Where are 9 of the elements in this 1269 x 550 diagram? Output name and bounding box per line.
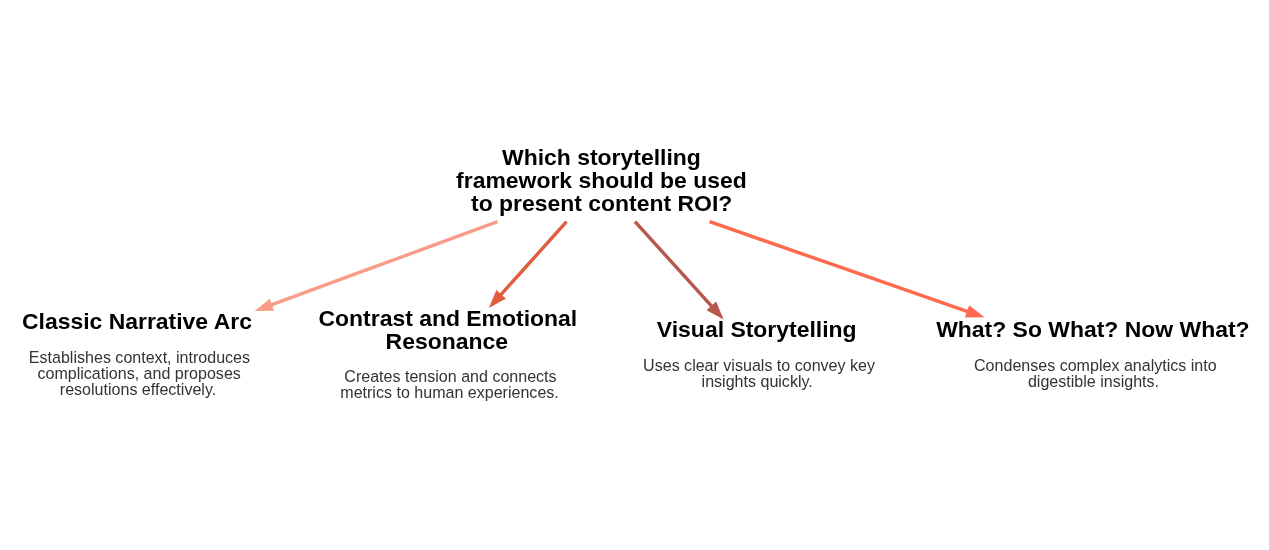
node-text: Classic Narrative Arc Establishes context, introduces complications, and proposes resolutions effectively. — [21, 307, 252, 398]
arrow — [709, 219, 985, 317]
arrow — [633, 220, 724, 319]
node-text: What? So What? Now What? Condenses complex analytics into digestible insights. — [936, 315, 1250, 390]
node-text: Contrast and Emotional Resonance Creates tension and connects metrics to human experiences. — [318, 304, 578, 401]
node-text: Which storytelling framework should be used to present content ROI? — [456, 143, 747, 216]
node-text: Visual Storytelling Uses clear visuals to convey key insights quickly. — [643, 315, 875, 390]
arrow — [254, 219, 499, 311]
arrow — [488, 220, 568, 308]
